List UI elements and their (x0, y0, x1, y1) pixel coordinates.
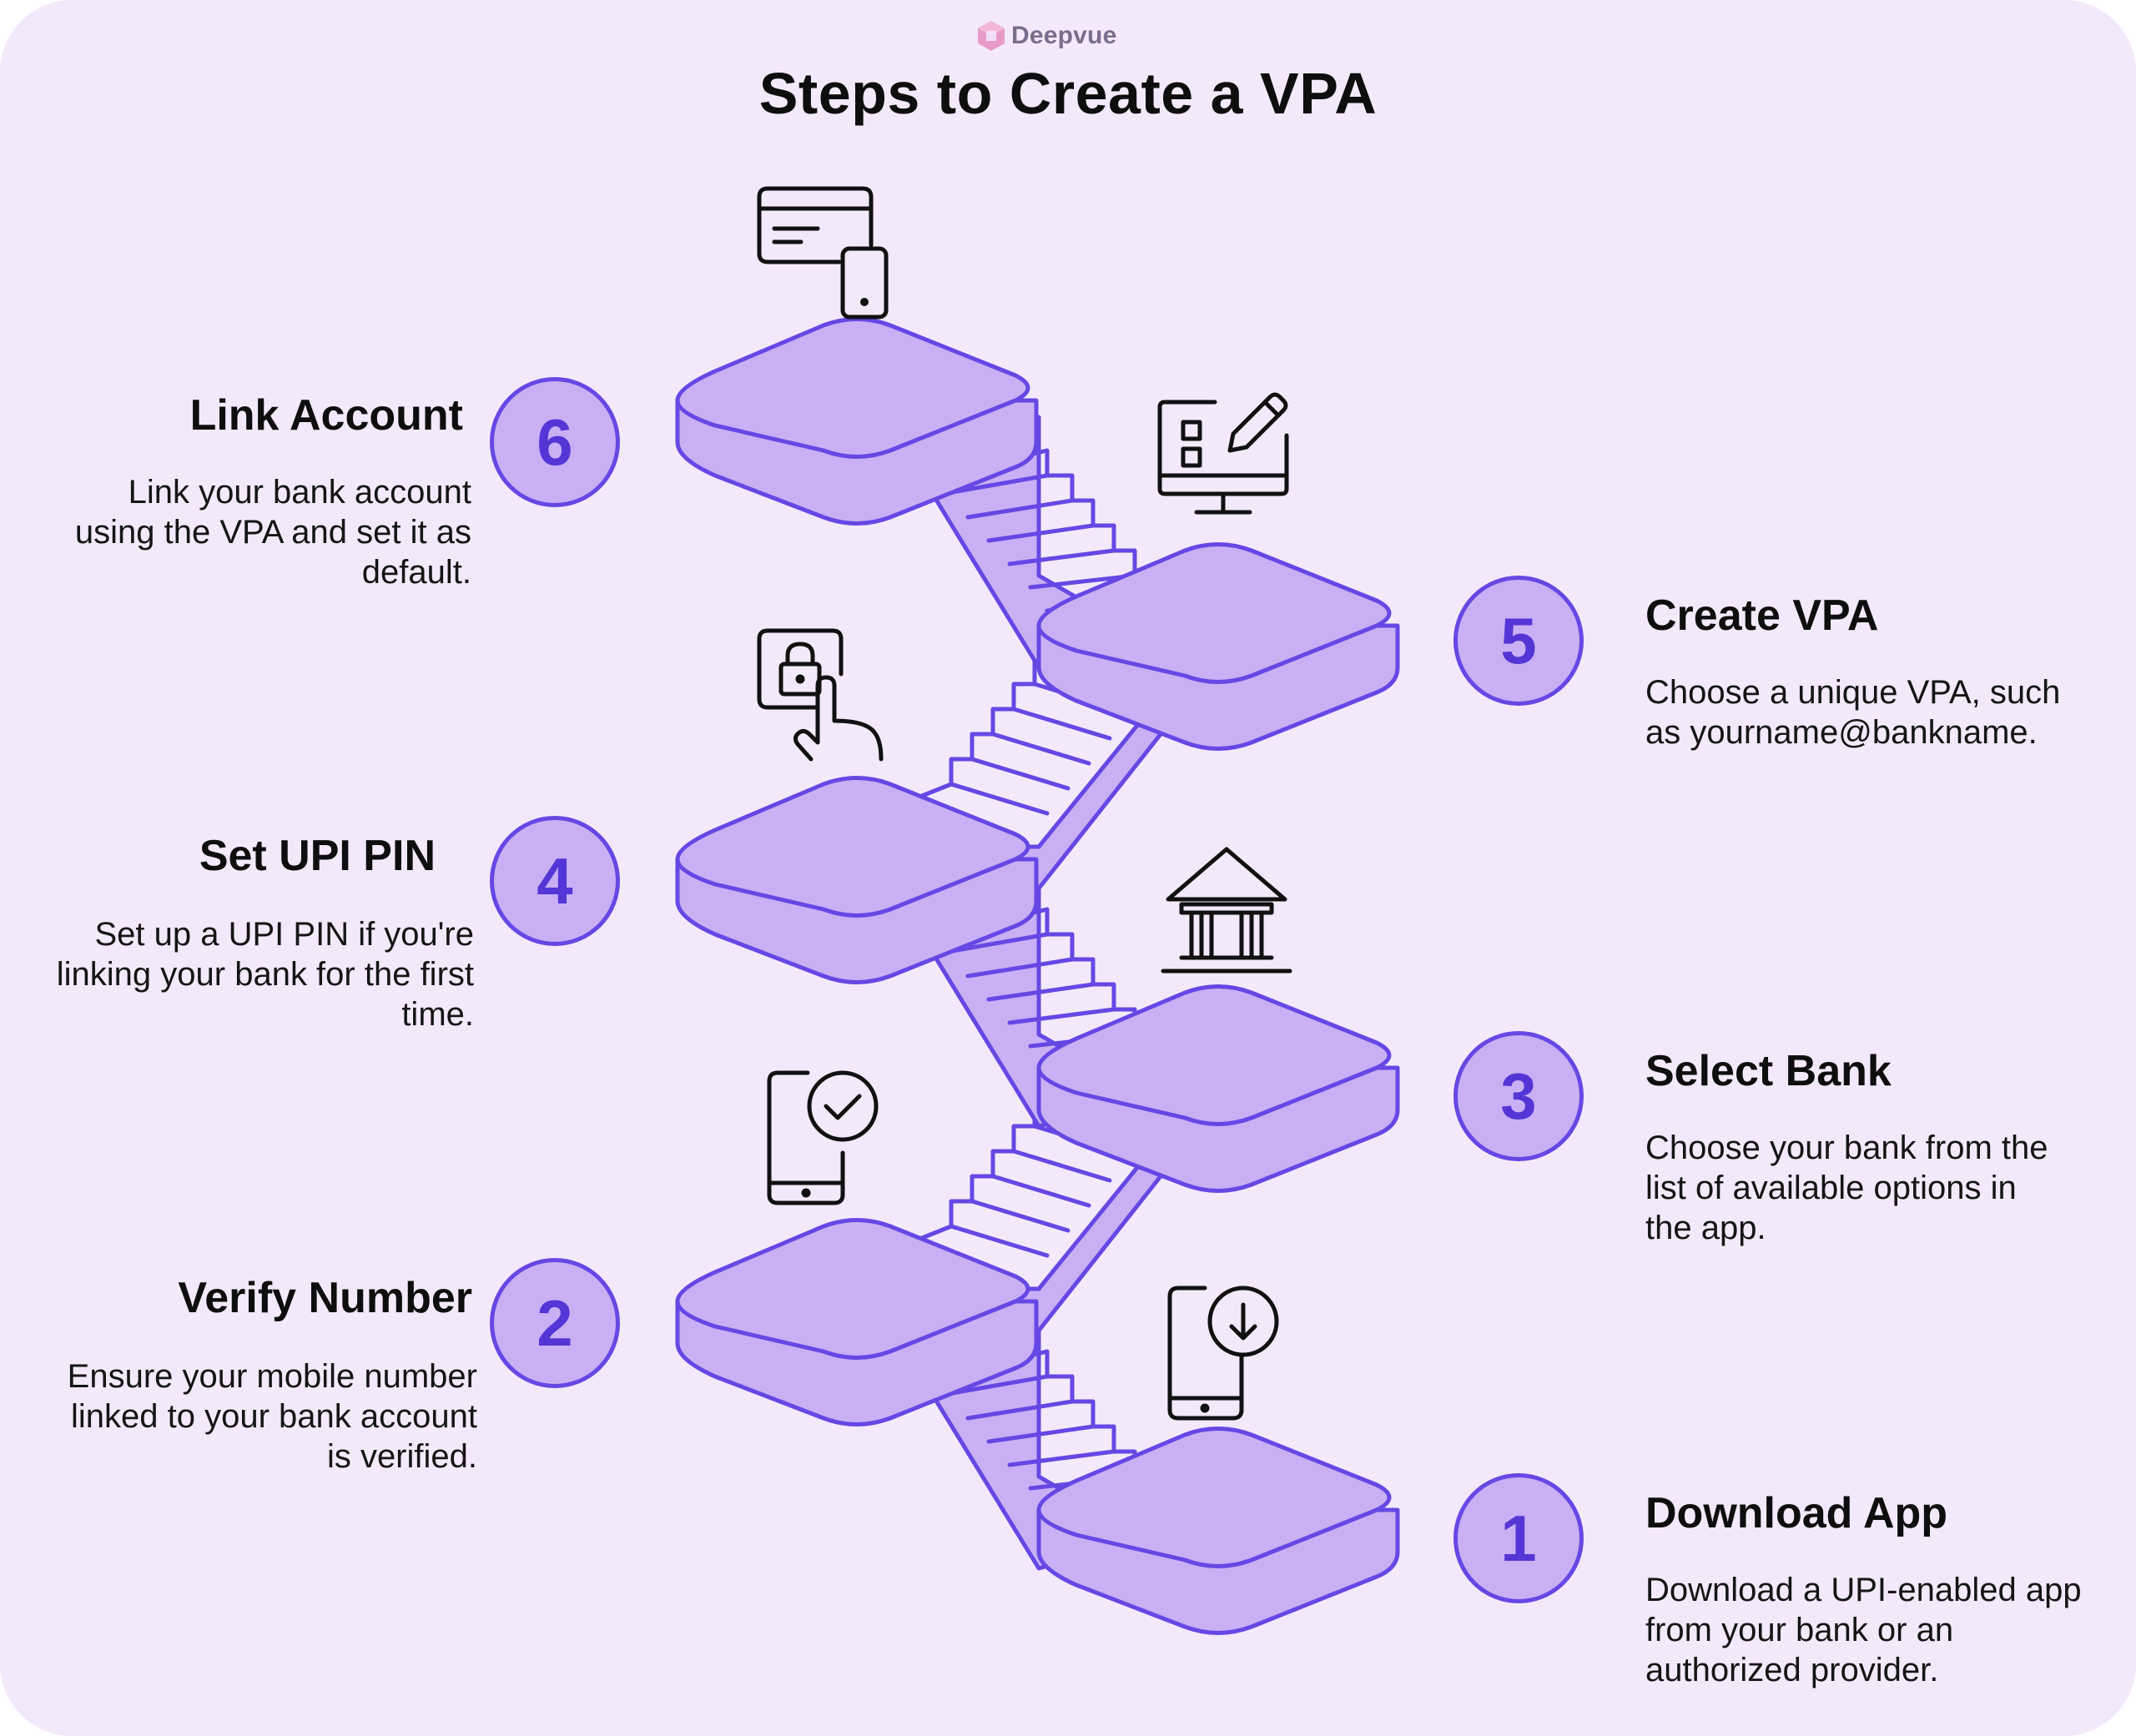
brand: Deepvue (976, 17, 1116, 55)
step-2-number-badge: 2 (490, 1258, 620, 1388)
card-phone-icon (757, 186, 889, 320)
step-2-title: Verify Number (178, 1274, 472, 1322)
landing-2 (675, 1218, 1039, 1427)
step-1-title: Download App (1645, 1489, 1948, 1537)
step-4-title: Set UPI PIN (199, 832, 436, 880)
monitor-form-edit-icon (1157, 392, 1289, 515)
hexagon-logo-icon (978, 21, 1005, 51)
landing-4 (675, 776, 1039, 984)
step-2-description: Ensure your mobile number linked to your… (67, 1358, 477, 1475)
step-4-number-badge: 4 (490, 816, 620, 946)
step-5-title: Create VPA (1645, 591, 1879, 640)
bank-icon (1161, 847, 1292, 974)
step-6-description: Link your bank account using the VPA and… (74, 474, 471, 591)
lock-touch-icon (757, 628, 884, 762)
page-title: Steps to Create a VPA (758, 61, 1378, 126)
step-3-number-badge: 3 (1453, 1031, 1584, 1161)
step-6-number-badge: 6 (490, 377, 620, 507)
step-3-description: Choose your bank from the list of availa… (1645, 1130, 2048, 1246)
step-1-number-badge: 1 (1453, 1473, 1584, 1603)
step-5-description: Choose a unique VPA, such as yourname@ba… (1645, 674, 2061, 751)
landing-5 (1036, 542, 1400, 751)
phone-check-icon (767, 1070, 879, 1205)
step-6-title: Link Account (189, 391, 463, 440)
step-1-description: Download a UPI-enabled app from your ban… (1645, 1572, 2082, 1688)
step-3-title: Select Bank (1645, 1047, 1892, 1095)
landing-3 (1036, 984, 1400, 1193)
step-4-description: Set up a UPI PIN if you're linking your … (56, 916, 474, 1033)
landing-1 (1036, 1427, 1400, 1635)
brand-name: Deepvue (1011, 22, 1117, 49)
step-5-number-badge: 5 (1453, 576, 1584, 706)
phone-download-icon (1167, 1286, 1279, 1421)
landing-6 (675, 317, 1039, 526)
